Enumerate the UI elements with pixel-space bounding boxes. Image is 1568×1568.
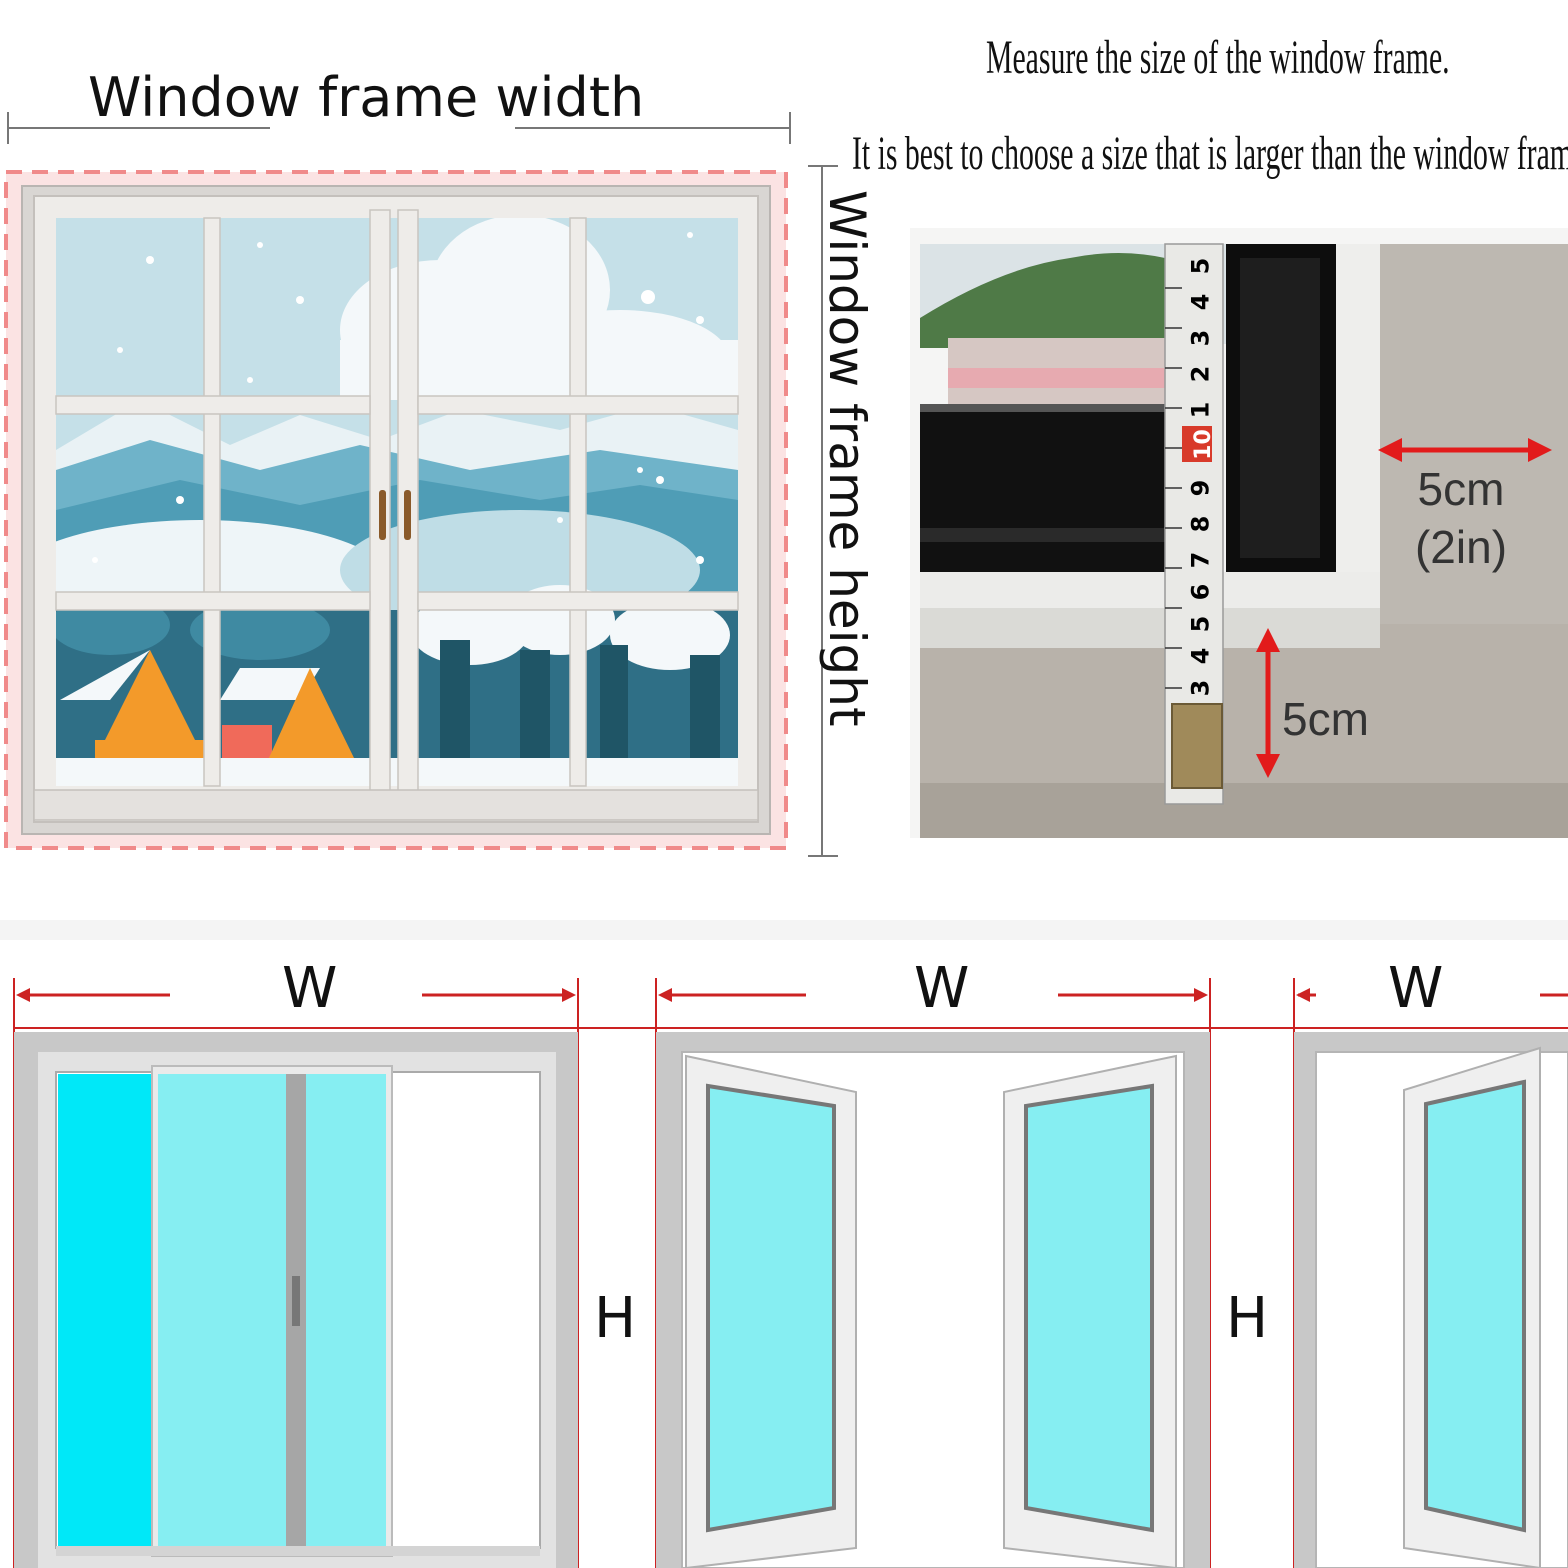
side-margin-imperial: (2in) [1414, 521, 1508, 573]
width-arrow-1 [16, 988, 576, 1002]
measuring-photo [910, 228, 1568, 838]
width-arrow-3 [1296, 988, 1568, 1002]
instruction-line-2: It is best to choose a size that is larg… [852, 127, 1568, 180]
width-arrow-2 [658, 988, 1208, 1002]
double-height-label: H [1226, 1286, 1269, 1351]
side-margin-metric: 5cm [1417, 463, 1505, 515]
double-casement-window [656, 1032, 1210, 1568]
sliding-window [14, 1032, 578, 1568]
door-handles [379, 490, 411, 540]
double-width-label: W [914, 956, 970, 1021]
bottom-margin-label: 5cm [1282, 693, 1369, 745]
side-margin-label: 5cm (2in) [1396, 460, 1526, 576]
width-dimension-line [7, 112, 791, 144]
sliding-width-label: W [282, 956, 338, 1021]
window-illustration [0, 0, 800, 870]
side-margin-arrow [1378, 438, 1552, 462]
single-casement-window [1294, 1032, 1568, 1568]
sliding-height-label: H [594, 1286, 637, 1351]
single-width-label: W [1388, 956, 1444, 1021]
bottom-margin-arrow [1256, 628, 1280, 778]
width-label: Window frame width [88, 66, 645, 129]
section-divider [0, 920, 1568, 940]
instruction-line-1: Measure the size of the window frame. [986, 31, 1450, 84]
